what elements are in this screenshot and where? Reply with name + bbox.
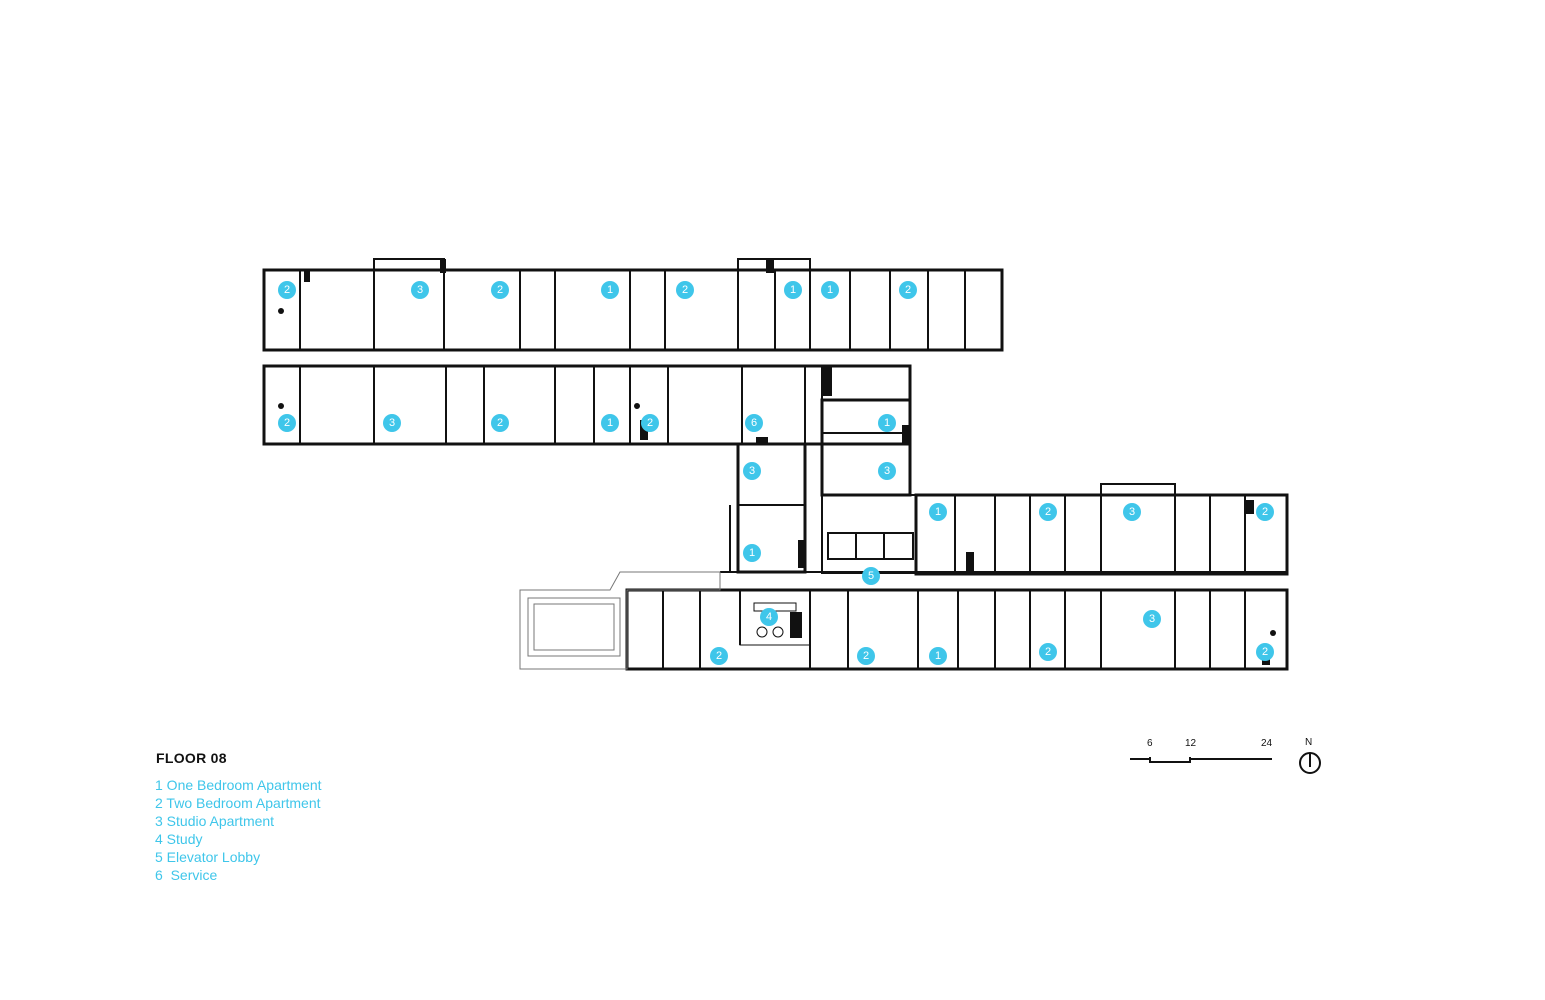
unit-marker — [1256, 503, 1274, 521]
legend-item: 1 One Bedroom Apartment — [155, 777, 322, 793]
unit-marker — [760, 608, 778, 626]
unit-marker — [601, 414, 619, 432]
unit-marker-label: 2 — [1261, 506, 1269, 518]
unit-marker-label: 3 — [1128, 506, 1136, 518]
scale-label: 12 — [1185, 738, 1197, 749]
unit-marker — [899, 281, 917, 299]
unit-marker — [491, 414, 509, 432]
unit-marker — [491, 281, 509, 299]
unit-marker — [278, 281, 296, 299]
unit-marker-label: 1 — [606, 417, 614, 429]
unit-marker — [676, 281, 694, 299]
unit-marker-label: 2 — [715, 650, 723, 662]
unit-marker — [601, 281, 619, 299]
unit-marker — [878, 462, 896, 480]
structural-columns — [278, 259, 1276, 665]
north-arrow-icon — [1299, 752, 1321, 774]
unit-marker-label: 1 — [826, 284, 834, 296]
legend-item: 6 Service — [155, 867, 218, 883]
scale-label: 6 — [1147, 738, 1153, 749]
legend-item: 3 Studio Apartment — [155, 813, 275, 829]
unit-marker — [929, 503, 947, 521]
unit-marker-label: 1 — [606, 284, 614, 296]
unit-marker-label: 3 — [748, 465, 756, 477]
unit-marker-label: 2 — [496, 284, 504, 296]
unit-marker — [857, 647, 875, 665]
unit-marker-label: 3 — [1148, 613, 1156, 625]
unit-marker-label: 3 — [388, 417, 396, 429]
legend-item: 5 Elevator Lobby — [155, 849, 261, 865]
unit-marker-label: 2 — [283, 417, 291, 429]
unit-marker — [929, 647, 947, 665]
unit-marker-label: 2 — [1044, 506, 1052, 518]
unit-marker — [278, 414, 296, 432]
central-core — [720, 398, 1287, 574]
legend-item: 2 Two Bedroom Apartment — [155, 795, 321, 811]
unit-marker — [862, 567, 880, 585]
legend: 1 One Bedroom Apartment 2 Two Bedroom Ap… — [155, 776, 322, 884]
north-label: N — [1305, 737, 1313, 748]
scale-bar — [1130, 757, 1272, 763]
unit-marker — [383, 414, 401, 432]
unit-marker-label: 1 — [748, 547, 756, 559]
unit-marker — [641, 414, 659, 432]
unit-marker-label: 1 — [934, 506, 942, 518]
floor-title: FLOOR 08 — [156, 750, 227, 766]
unit-marker — [1039, 643, 1057, 661]
unit-marker-label: 2 — [681, 284, 689, 296]
unit-markers — [278, 281, 1274, 665]
unit-marker-label: 1 — [934, 650, 942, 662]
south-wing — [625, 483, 1289, 671]
unit-marker — [1143, 610, 1161, 628]
unit-marker — [1123, 503, 1141, 521]
terrace-pool — [519, 571, 721, 670]
unit-marker — [411, 281, 429, 299]
unit-marker — [821, 281, 839, 299]
unit-marker-label: 2 — [862, 650, 870, 662]
unit-marker — [745, 414, 763, 432]
unit-marker-label: 1 — [883, 417, 891, 429]
scale-label: 24 — [1261, 738, 1273, 749]
legend-item: 4 Study — [155, 831, 203, 847]
unit-marker — [878, 414, 896, 432]
unit-marker — [1039, 503, 1057, 521]
unit-marker — [743, 544, 761, 562]
unit-marker — [710, 647, 728, 665]
unit-marker-label: 2 — [283, 284, 291, 296]
unit-marker-label: 4 — [765, 611, 773, 623]
north-wing — [262, 258, 1004, 446]
unit-marker-label: 2 — [1261, 646, 1269, 658]
unit-marker-label: 2 — [1044, 646, 1052, 658]
unit-marker — [1256, 643, 1274, 661]
unit-marker-label: 2 — [904, 284, 912, 296]
unit-marker-label: 5 — [867, 570, 875, 582]
unit-marker-label: 6 — [750, 417, 758, 429]
unit-marker — [784, 281, 802, 299]
unit-marker-label: 3 — [416, 284, 424, 296]
unit-marker-label: 1 — [789, 284, 797, 296]
unit-marker-label: 2 — [496, 417, 504, 429]
unit-marker-label: 2 — [646, 417, 654, 429]
unit-marker — [743, 462, 761, 480]
unit-marker-label: 3 — [883, 465, 891, 477]
